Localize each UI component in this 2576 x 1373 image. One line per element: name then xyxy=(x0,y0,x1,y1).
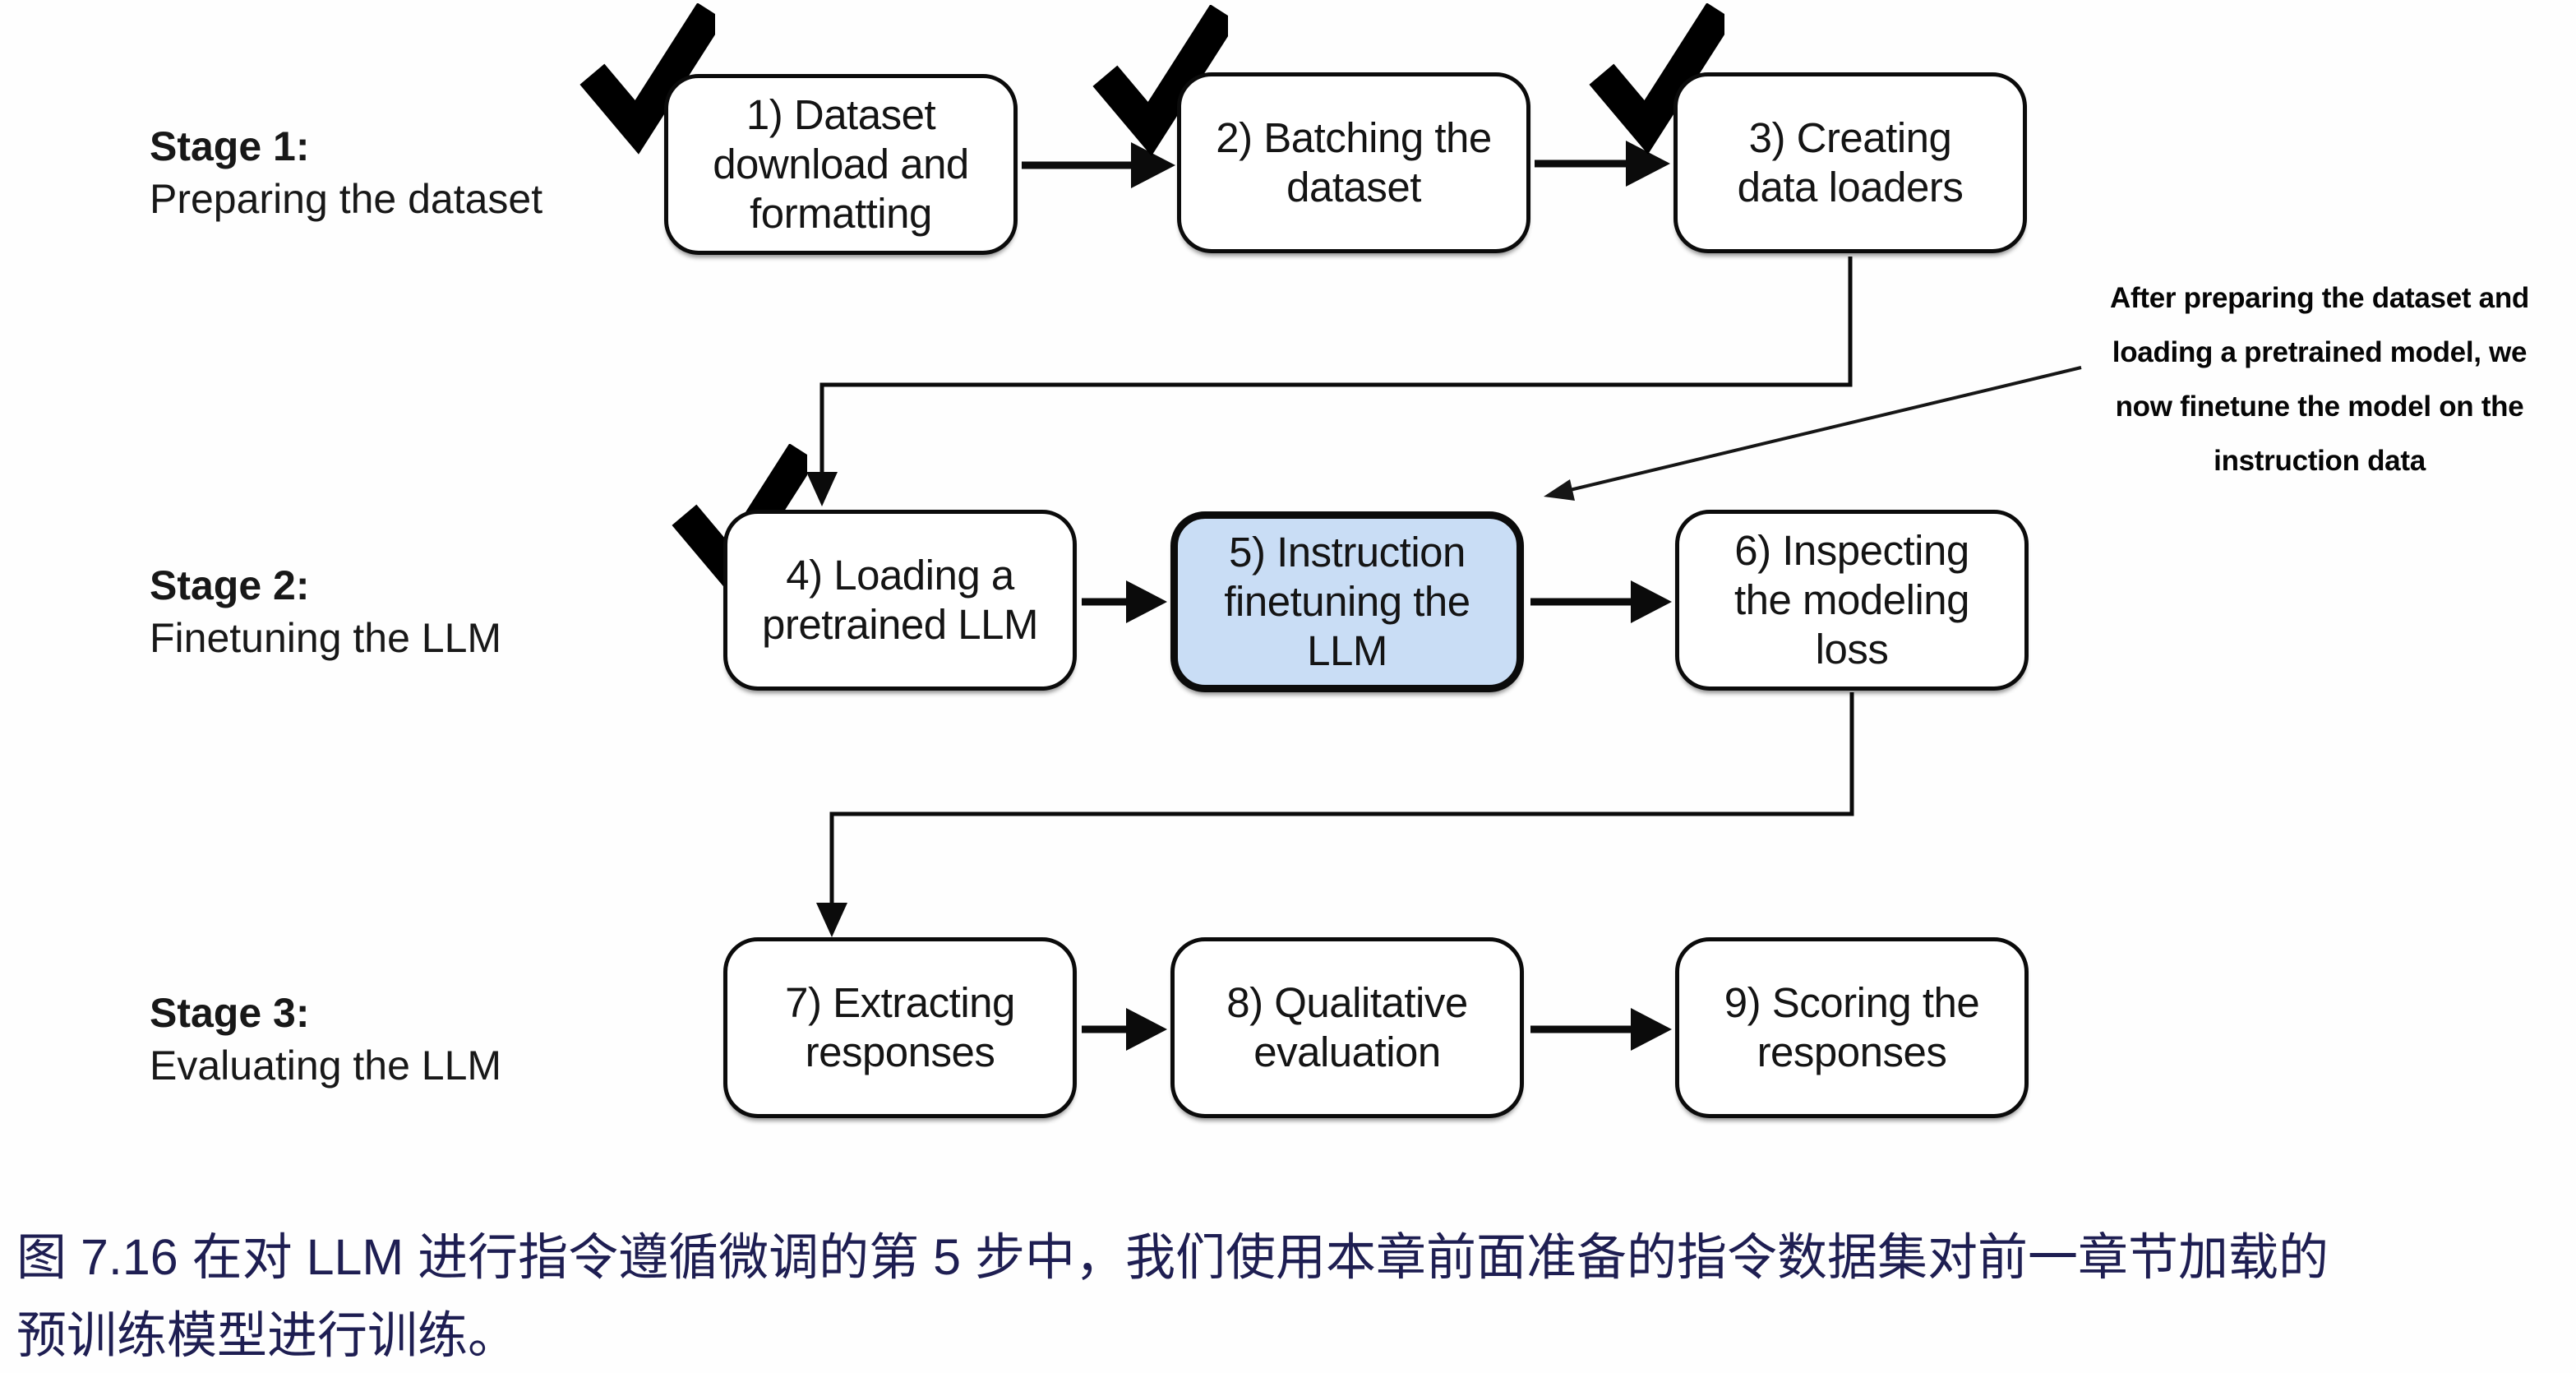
step-box-9-scoring-responses: 9) Scoring the responses xyxy=(1675,937,2029,1118)
stage-2-subtitle: Finetuning the LLM xyxy=(150,615,502,661)
arrow-box4-box5 xyxy=(1082,580,1167,623)
stage-1-label: Stage 1: Preparing the dataset xyxy=(150,120,542,225)
step-box-5-instruction-finetuning: 5) Instruction finetuning the LLM xyxy=(1170,511,1524,692)
stage-3-title: Stage 3: xyxy=(150,990,310,1036)
arrow-box5-box6 xyxy=(1530,580,1672,623)
stage-2-title: Stage 2: xyxy=(150,562,310,608)
stage-1-subtitle: Preparing the dataset xyxy=(150,176,543,222)
stage-1-title: Stage 1: xyxy=(150,123,310,169)
annotation-note: After preparing the dataset and loading … xyxy=(2110,282,2529,477)
connector-box6-box7 xyxy=(816,692,1854,937)
arrow-box7-box8 xyxy=(1082,1008,1167,1051)
step-box-8-qualitative-evaluation: 8) Qualitative evaluation xyxy=(1170,937,1524,1118)
figure-caption: 图 7.16 在对 LLM 进行指令遵循微调的第 5 步中，我们使用本章前面准备… xyxy=(16,1229,2329,1363)
checkmark-icon xyxy=(579,3,715,155)
checkmark-icon xyxy=(1589,3,1724,155)
stage-2-label: Stage 2: Finetuning the LLM xyxy=(150,559,501,664)
step-box-7-extracting-responses: 7) Extracting responses xyxy=(723,937,1077,1118)
annotation-pointer-arrow xyxy=(1544,366,2082,501)
connector-box3-box4 xyxy=(806,257,1853,506)
step-box-3-creating-data-loaders: 3) Creating data loaders xyxy=(1673,72,2027,253)
step-box-4-loading-pretrained-llm: 4) Loading a pretrained LLM xyxy=(723,510,1077,691)
step-box-2-batching-dataset: 2) Batching the dataset xyxy=(1177,72,1530,253)
step-box-1-dataset-download: 1) Dataset download and formatting xyxy=(664,74,1018,255)
arrow-box8-box9 xyxy=(1530,1008,1672,1051)
stage-3-subtitle: Evaluating the LLM xyxy=(150,1042,502,1089)
checkmark-icon xyxy=(1092,5,1228,156)
stage-3-label: Stage 3: Evaluating the LLM xyxy=(150,987,501,1092)
step-box-6-inspecting-loss: 6) Inspecting the modeling loss xyxy=(1675,510,2029,691)
